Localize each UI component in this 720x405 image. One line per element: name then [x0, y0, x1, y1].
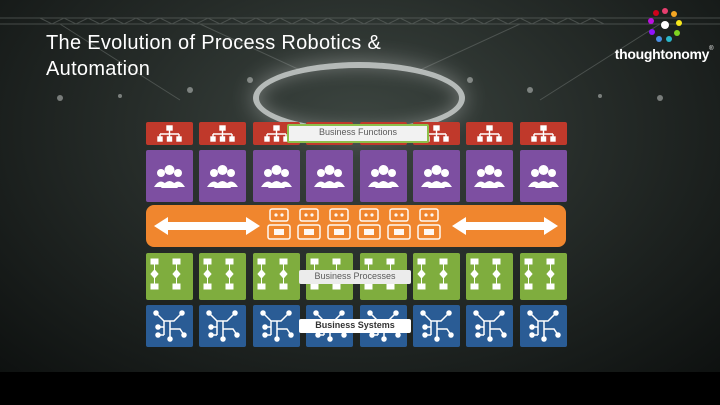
- double-arrow-icon: [154, 217, 558, 235]
- robot-icon: [154, 208, 558, 240]
- slide-title: The Evolution of Process Robotics & Auto…: [46, 30, 516, 82]
- org-chart-icon: [157, 125, 182, 142]
- flowchart-icon: [150, 258, 181, 290]
- system-tile: [146, 305, 193, 347]
- business-systems-label: Business Systems: [299, 319, 411, 333]
- function-tile: [199, 122, 246, 145]
- circuit-icon: [527, 310, 561, 342]
- people-tile: [199, 150, 246, 202]
- people-tile: [520, 150, 567, 202]
- slide-title-line2: Automation: [46, 58, 151, 80]
- circuit-icon: [473, 310, 507, 342]
- process-robotics-diagram: [146, 122, 567, 347]
- people-group-icon: [474, 165, 505, 188]
- circuit-icon: [260, 310, 294, 342]
- flowchart-icon: [524, 258, 555, 290]
- logo-swirl-icon: [648, 8, 682, 42]
- people-group-icon: [207, 165, 238, 188]
- people-tile: [360, 150, 407, 202]
- circuit-icon: [206, 310, 240, 342]
- people-tile: [253, 150, 300, 202]
- bottom-bar: [0, 372, 720, 405]
- system-tile: [413, 305, 460, 347]
- org-chart-icon: [210, 125, 235, 142]
- automation-platform-label: [300, 196, 410, 205]
- people-group-icon: [154, 165, 185, 188]
- system-tile: [466, 305, 513, 347]
- system-tile: [199, 305, 246, 347]
- robot-row: [267, 208, 441, 240]
- circuit-icon: [153, 310, 187, 342]
- slide-title-line1: The Evolution of Process Robotics &: [46, 32, 382, 54]
- process-tile: [199, 253, 246, 300]
- people-group-icon: [368, 165, 399, 188]
- people-tile: [146, 150, 193, 202]
- circuit-icon: [367, 310, 401, 342]
- circuit-icon: [420, 310, 454, 342]
- people-tile: [413, 150, 460, 202]
- function-tile: [466, 122, 513, 145]
- org-chart-icon: [264, 125, 289, 142]
- business-processes-label: Business Processes: [299, 270, 411, 284]
- flowchart-icon: [417, 258, 448, 290]
- people-group-icon: [528, 165, 559, 188]
- thoughtonomy-logo: thoughtonomy®: [612, 6, 716, 68]
- process-tile: [520, 253, 567, 300]
- system-tile: [253, 305, 300, 347]
- system-tile: [520, 305, 567, 347]
- people-tile: [306, 150, 353, 202]
- org-chart-icon: [531, 125, 556, 142]
- people-group-icon: [261, 165, 292, 188]
- process-tile: [253, 253, 300, 300]
- business-functions-label: Business Functions: [287, 124, 429, 143]
- function-tile: [520, 122, 567, 145]
- process-tile: [146, 253, 193, 300]
- logo-wordmark: thoughtonomy®: [614, 46, 714, 62]
- people-group-icon: [314, 165, 345, 188]
- automation-band: [146, 205, 566, 247]
- function-tile: [146, 122, 193, 145]
- flowchart-icon: [257, 258, 288, 290]
- flowchart-icon: [203, 258, 234, 290]
- slide-background: The Evolution of Process Robotics & Auto…: [0, 0, 720, 372]
- org-chart-icon: [477, 125, 502, 142]
- stage-truss: [0, 17, 720, 101]
- people-group-icon: [421, 165, 452, 188]
- process-tile: [466, 253, 513, 300]
- process-tile: [413, 253, 460, 300]
- flowchart-icon: [470, 258, 501, 290]
- people-tile: [466, 150, 513, 202]
